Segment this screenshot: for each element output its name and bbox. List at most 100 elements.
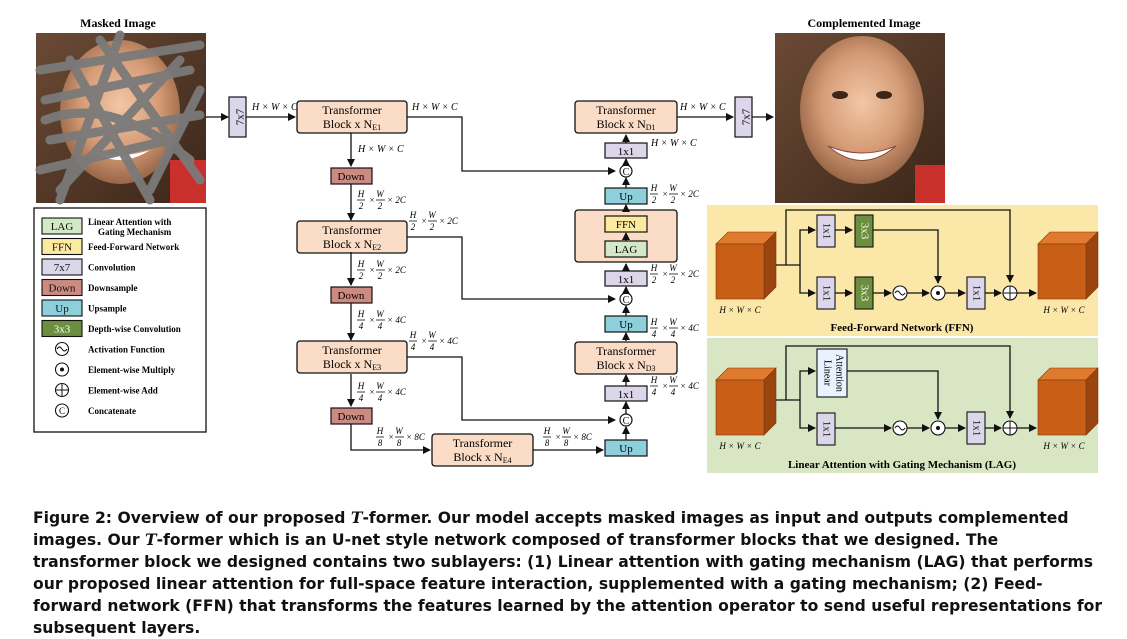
ffn-input-cube — [715, 231, 777, 300]
svg-text:W: W — [376, 381, 385, 391]
upsample-3-label: Up — [619, 443, 633, 455]
dim-e2-skip: H2×W2× 2C — [409, 210, 459, 232]
svg-text:×: × — [369, 195, 375, 205]
svg-text:2: 2 — [430, 222, 435, 232]
masked-image-title: Masked Image — [80, 16, 156, 30]
decoder-block-1-count: Block x ND1 — [596, 117, 655, 132]
legend-symbol-5: 3x3 — [54, 324, 71, 336]
dim-down2: H4×W4× 4C — [357, 309, 407, 331]
dim-up1: H2×W2× 2C — [650, 183, 700, 205]
svg-text:× 8C: × 8C — [406, 432, 426, 442]
svg-text:2: 2 — [359, 201, 364, 211]
legend-label-3: Downsample — [88, 283, 138, 293]
svg-text:3x3: 3x3 — [858, 223, 870, 240]
legend-label-0: Linear Attention with — [88, 217, 171, 227]
svg-text:H: H — [409, 210, 417, 220]
masked-image — [35, 30, 206, 205]
svg-text:4: 4 — [378, 393, 383, 403]
svg-text:×: × — [369, 265, 375, 275]
svg-text:8: 8 — [397, 438, 402, 448]
encoder-block-2-title: Transformer — [322, 223, 382, 237]
svg-text:×: × — [555, 432, 561, 442]
svg-text:× 2C: × 2C — [439, 216, 459, 226]
encoder-block-1-count: Block x NE1 — [323, 117, 381, 132]
dim-down1: H2×W2× 2C — [357, 189, 407, 211]
svg-text:H: H — [543, 426, 551, 436]
encoder-block-3-title: Transformer — [322, 343, 382, 357]
lag-box-label: LAG — [615, 244, 638, 256]
lag-input-cube — [715, 367, 777, 436]
dim-d2-in: H2×W2× 2C — [650, 263, 700, 285]
svg-text:W: W — [428, 210, 437, 220]
ffn-input-dim: H × W × C — [718, 305, 761, 315]
decoder-block-3-title: Transformer — [596, 344, 656, 358]
svg-text:W: W — [376, 189, 385, 199]
encoder-block-4-count: Block x NE4 — [453, 450, 511, 465]
svg-text:× 4C: × 4C — [387, 315, 407, 325]
svg-text:H: H — [650, 317, 658, 327]
ffn-output-dim: H × W × C — [1042, 305, 1085, 315]
dim-d1-in: H × W × C — [650, 138, 697, 149]
legend-label-1: Feed-Forward Network — [88, 242, 179, 252]
svg-text:4: 4 — [671, 387, 676, 397]
legend-item-6: Activation Function — [54, 341, 165, 357]
ffn-multiply — [930, 285, 946, 301]
dim-down3: H8×W8× 8C — [376, 426, 426, 448]
svg-text:H: H — [357, 309, 365, 319]
svg-text:×: × — [662, 269, 668, 279]
svg-text:2: 2 — [652, 275, 657, 285]
downsample-1-label: Down — [338, 171, 365, 183]
ffn-box-label: FFN — [616, 219, 636, 231]
svg-text:1x1: 1x1 — [970, 420, 982, 437]
ffn-output-cube — [1037, 231, 1099, 300]
svg-text:Attention: Attention — [834, 354, 845, 392]
svg-text:C: C — [623, 295, 630, 306]
legend-label-2: Convolution — [88, 263, 136, 273]
legend-label-6: Activation Function — [88, 345, 165, 355]
svg-text:×: × — [662, 323, 668, 333]
svg-text:2: 2 — [652, 195, 657, 205]
lag-output-dim: H × W × C — [1042, 441, 1085, 451]
svg-text:4: 4 — [411, 342, 416, 352]
ffn-pw-conv-a: 1x1 — [816, 214, 836, 248]
svg-text:Linear: Linear — [822, 360, 833, 387]
upsample-1-label: Up — [619, 191, 633, 203]
legend-symbol-4: Up — [55, 303, 69, 315]
svg-text:1x1: 1x1 — [618, 146, 635, 158]
legend-label-4: Upsample — [88, 304, 127, 314]
lag-input-dim: H × W × C — [718, 441, 761, 451]
legend-item-7: Element-wise Multiply — [54, 362, 176, 377]
svg-text:1x1: 1x1 — [820, 223, 832, 240]
output-conv-label: 7x7 — [741, 108, 753, 125]
lag-panel-title: Linear Attention with Gating Mechanism (… — [788, 459, 1016, 471]
dim-e1-down: H × W × C — [357, 144, 404, 155]
svg-text:×: × — [388, 432, 394, 442]
encoder-block-3-count: Block x NE3 — [323, 357, 381, 372]
svg-text:× 2C: × 2C — [680, 269, 700, 279]
ffn-box — [604, 215, 648, 233]
ffn-pw-conv-out: 1x1 — [966, 276, 986, 310]
legend-symbol-2: 7x7 — [54, 262, 71, 274]
svg-text:C: C — [59, 406, 65, 416]
legend-item-2: 7x7 Convolution — [41, 258, 136, 276]
svg-text:2: 2 — [671, 195, 676, 205]
svg-text:W: W — [669, 183, 678, 193]
lag-add — [1002, 420, 1018, 436]
svg-text:4: 4 — [671, 329, 676, 339]
svg-text:W: W — [376, 259, 385, 269]
downsample-3-label: Down — [338, 411, 365, 423]
svg-text:×: × — [369, 387, 375, 397]
svg-text:× 4C: × 4C — [387, 387, 407, 397]
svg-text:C: C — [623, 416, 630, 427]
encoder-block-4-title: Transformer — [453, 436, 513, 450]
svg-text:H: H — [650, 263, 658, 273]
ffn-panel-title: Feed-Forward Network (FFN) — [831, 322, 974, 334]
svg-text:8: 8 — [564, 438, 569, 448]
dim-input: H × W × C — [251, 102, 298, 113]
